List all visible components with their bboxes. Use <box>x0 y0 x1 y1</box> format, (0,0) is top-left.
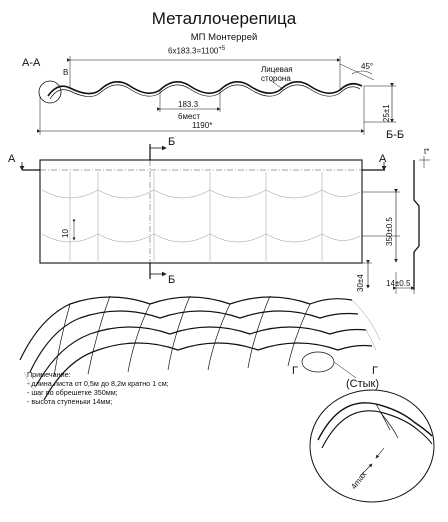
height-label: 25±1 <box>382 104 391 122</box>
section-label-bb: Б-Б <box>386 129 405 141</box>
profile-section-aa <box>37 56 396 135</box>
profile-section-bb <box>413 156 430 290</box>
section-mark-b-top: Б <box>168 136 176 148</box>
plan-view <box>19 144 415 294</box>
face-label-2: сторона <box>261 74 291 83</box>
detail-mark-g-right: Г <box>372 365 378 377</box>
total-width-label: 1190* <box>192 121 213 130</box>
joint-label: (Стык) <box>346 378 380 390</box>
step-count-label: 6мест <box>178 112 201 121</box>
detail-label-v: В <box>63 68 69 77</box>
section-label-aa: А-А <box>22 57 41 69</box>
face-label-1: Лицевая <box>261 65 293 74</box>
joint-detail <box>309 389 435 503</box>
notes-item: - длина листа от 0,5м до 8,2м кратно 1 с… <box>27 379 169 388</box>
section-mark-a-left: А <box>8 153 16 165</box>
thickness-label: t* <box>424 147 430 156</box>
edge30-label: 30±4 <box>356 274 365 292</box>
formula-label: 6x183.3=1100+5 <box>168 46 226 56</box>
detail-circle-g <box>301 351 335 373</box>
step-label: 183.3 <box>178 100 199 109</box>
page-subtitle: МП Монтеррей <box>190 32 258 43</box>
section-mark-a-right: А <box>379 153 387 165</box>
detail-mark-g-left: Г <box>292 365 298 377</box>
notes-heading: Примечание: <box>27 370 71 379</box>
plan-outline <box>39 159 363 264</box>
joint-detail-circle <box>309 389 435 503</box>
detail-circle-v <box>38 80 62 104</box>
profile-wave-inner <box>49 84 361 100</box>
notes-item: - шаг по обрешетке 350мм; <box>27 388 118 397</box>
angle-label: 45° <box>361 62 374 71</box>
page-title: Металлочерепица <box>151 9 297 28</box>
pitch-label: 350±0.5 <box>385 217 394 246</box>
isometric-view <box>19 295 381 401</box>
section-mark-b-bottom: Б <box>168 274 176 286</box>
step10-label: 10 <box>61 229 70 238</box>
depth14-label: 14±0.5 <box>386 279 411 288</box>
profile-wave-outer <box>47 81 363 97</box>
notes-block: Примечание: - длина листа от 0,5м до 8,2… <box>27 370 169 406</box>
notes-item: - высота ступеньки 14мм; <box>27 397 113 406</box>
